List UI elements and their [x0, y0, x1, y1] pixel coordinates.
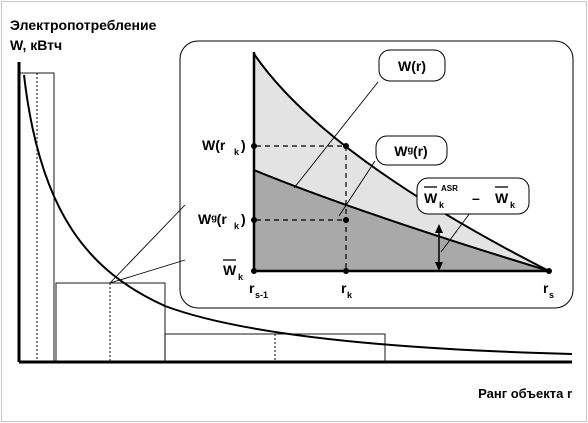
upper-region	[254, 54, 549, 271]
r-s-minus-1-label-base: r	[249, 280, 255, 296]
r-s-label-base: r	[543, 280, 549, 296]
marker-rk-axis	[343, 268, 349, 274]
connector-line-lower	[109, 259, 186, 284]
y-axis-title-line1: Электропотребление	[10, 17, 157, 33]
diff-term2-sub: k	[510, 200, 516, 210]
leader-wg-r	[338, 160, 376, 217]
w-r-label-box	[378, 49, 446, 82]
wg-r-label: Wᵍ(r)	[394, 143, 427, 159]
main-decay-curve	[23, 74, 573, 355]
diff-term1-sup: ASR	[441, 184, 458, 193]
wk-bar-label-sub: k	[238, 272, 244, 282]
diff-term1-base: W	[424, 190, 438, 206]
diff-term2-base: W	[495, 190, 509, 206]
marker-wg-rk-axis	[251, 217, 257, 223]
wg-rk-label-base: Wᵍ(r	[198, 211, 227, 227]
r-s-label-sub: s	[549, 290, 554, 300]
diff-operator: –	[472, 190, 480, 206]
w-rk-label-sub: k	[234, 147, 240, 157]
r-k-label-sub: k	[347, 290, 353, 300]
marker-w-rk	[343, 143, 349, 149]
connector-line-upper	[109, 204, 186, 284]
marker-w-rk-axis	[251, 143, 257, 149]
difference-arrow-head-up	[435, 224, 443, 233]
w-curve	[253, 53, 550, 272]
wg-rk-label-close: )	[241, 211, 246, 227]
lower-region	[254, 170, 549, 271]
bin-2	[55, 282, 166, 362]
marker-wg-rk	[343, 217, 349, 223]
r-s-minus-1-label-sub: s-1	[255, 290, 268, 300]
w-rk-label-close: )	[241, 137, 246, 153]
wg-curve	[253, 169, 550, 272]
y-axis-title-line2: W, кВтч	[10, 37, 62, 53]
marker-rs	[546, 268, 552, 274]
w-rk-label-base: W(r	[202, 137, 226, 153]
leader-diff	[440, 212, 471, 253]
wg-r-label-box	[375, 135, 448, 166]
diff-term1-sub: k	[439, 200, 445, 210]
difference-arrow-head-down	[435, 262, 443, 271]
wg-rk-label-sub: k	[234, 221, 240, 231]
w-r-label: W(r)	[398, 58, 426, 74]
marker-origin	[251, 268, 257, 274]
x-axis-title: Ранг объекта r	[478, 386, 572, 401]
r-k-label-base: r	[341, 280, 347, 296]
leader-w-r	[293, 81, 379, 189]
wk-bar-label-base: W	[223, 262, 237, 278]
